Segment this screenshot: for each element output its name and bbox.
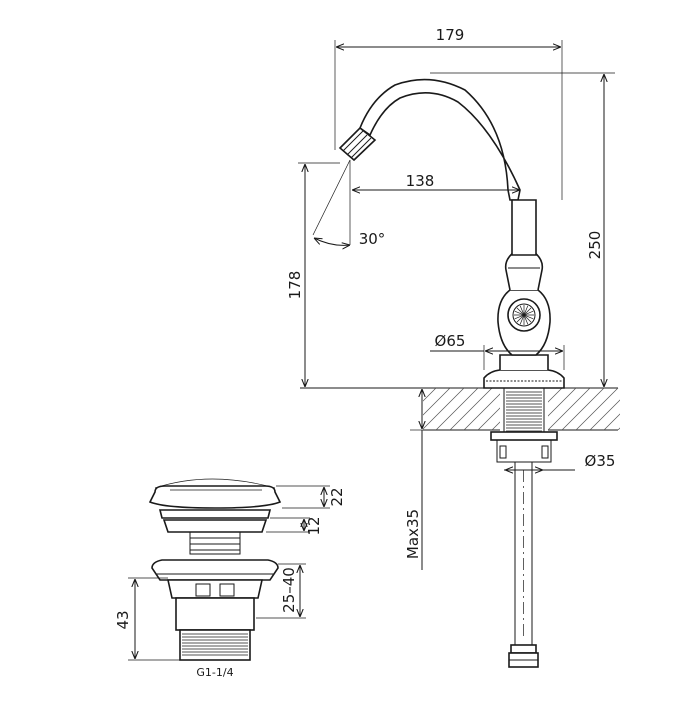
dim-30-degree: 30° [314,230,385,248]
faucet-drawing: 179 138 250 178 30° [286,26,674,668]
height-label: 250 [586,231,604,260]
dim-138: 138 [352,172,520,190]
medallion-spoke [514,310,534,320]
dim-25-40: 25–40 [256,563,306,619]
dim-12: 12 [266,516,323,536]
reach-label: 138 [406,172,435,190]
dim-178: 178 [286,162,340,387]
dim-diameter-65: Ø65 [430,332,565,370]
hatch-line [435,388,479,430]
countertop-slab [300,386,674,432]
angle-label: 30° [359,230,386,248]
max-thickness-label: Max35 [404,509,422,559]
body-height-label: 43 [114,610,132,629]
faucet-base [483,354,565,389]
hatch-line [575,388,619,430]
dim-179: 179 [334,26,563,200]
thickness-range-label: 25–40 [280,567,298,613]
drain-drawing: G1-1/4 22 12 25–40 43 [114,478,346,679]
hatch-line [603,413,620,430]
hatch-line [561,388,605,430]
hatch-line [423,388,465,430]
hatch-line [423,388,437,402]
dim-diameter-35: Ø35 [504,452,615,470]
hole-diameter-label: Ø35 [585,452,616,470]
spout-height-label: 178 [286,271,304,300]
hatch-line [449,388,493,430]
base-diameter-label: Ø65 [435,332,466,350]
hatch-line [617,427,620,430]
hatch-line [589,399,620,430]
thread-label: G1-1/4 [196,666,233,679]
width-label: 179 [436,26,465,44]
hatch-line [632,388,674,430]
gap-label: 12 [305,516,323,535]
hatch-line [463,388,507,430]
hatch-line [380,388,422,430]
dim-43: 43 [114,577,180,661]
gooseneck-spout [338,78,537,256]
cap-height-label: 22 [328,487,346,506]
dim-22: 22 [276,485,346,509]
threaded-shank [490,387,558,668]
dim-max35: Max35 [404,387,424,570]
dim-250: 250 [430,72,615,387]
hatch-line [547,388,591,430]
stream-axis-line [312,159,351,236]
hatch-line [423,388,451,416]
